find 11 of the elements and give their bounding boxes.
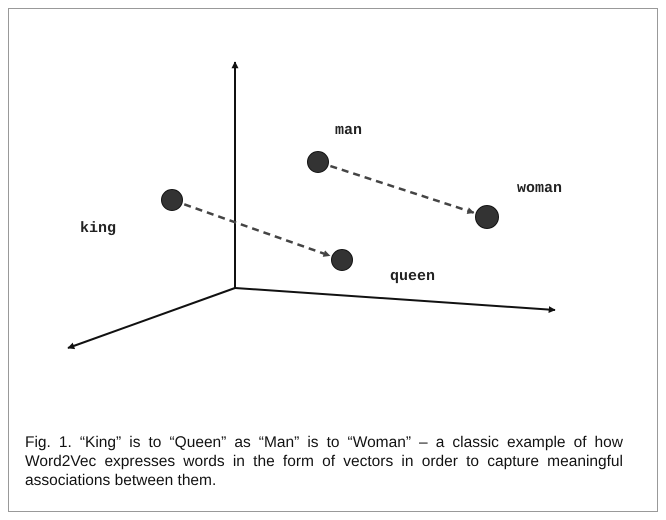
vector-arrow	[330, 164, 474, 214]
word-label: man	[335, 122, 362, 139]
word-label: woman	[517, 180, 562, 197]
word-label: queen	[390, 268, 436, 285]
word-label: king	[80, 220, 116, 237]
word-point	[161, 189, 183, 211]
vector-arrow	[184, 203, 330, 257]
figure-caption: Fig. 1. “King” is to “Queen” as “Man” is to “Woman” – a classic example of how Word2Vec expresses words in the form of vectors in order to capture meaningful associations between them.	[25, 433, 623, 490]
word-point	[331, 249, 353, 271]
word-point	[307, 151, 329, 173]
word-point	[475, 205, 499, 229]
